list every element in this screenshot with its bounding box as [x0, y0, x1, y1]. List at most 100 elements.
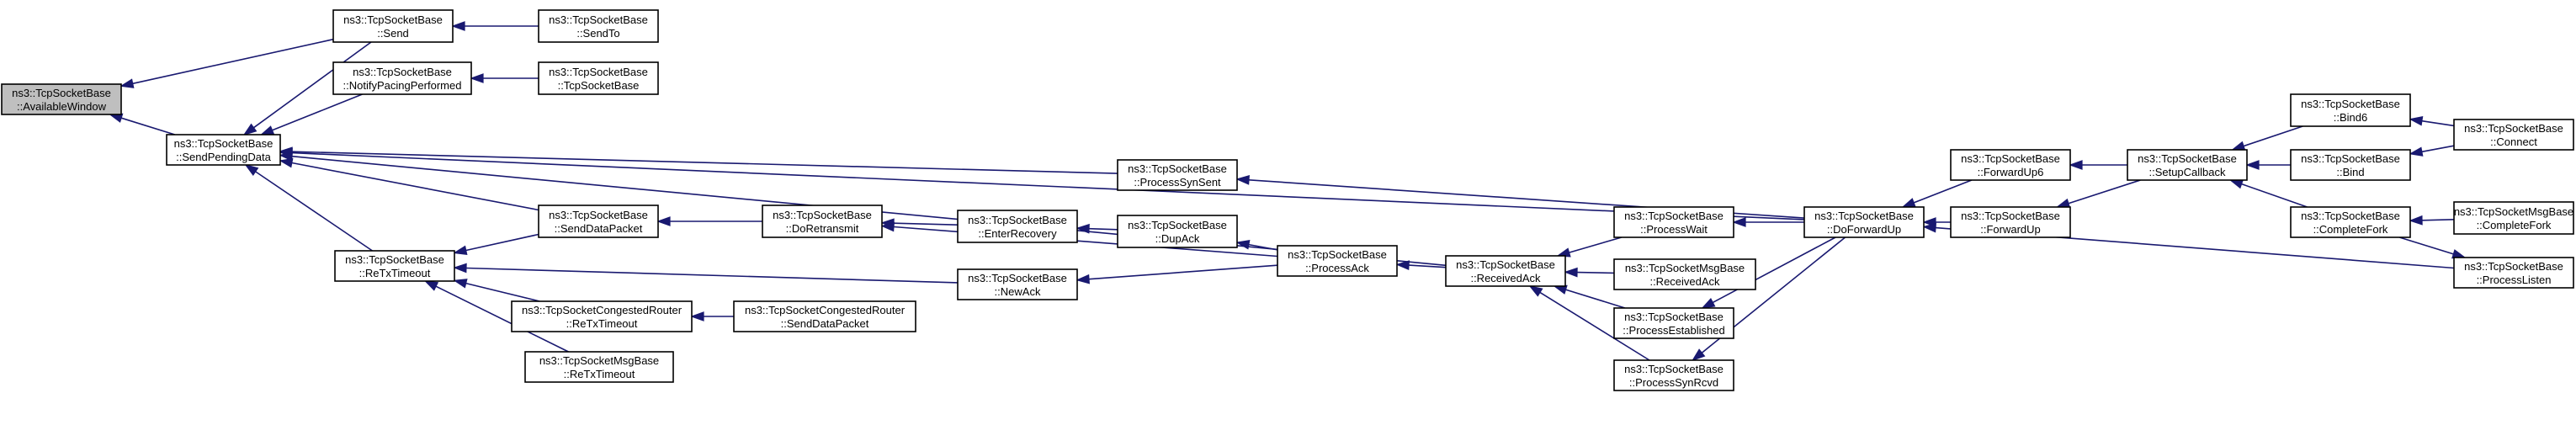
node-dfu[interactable]: ns3::TcpSocketBase::DoForwardUp	[1803, 206, 1925, 238]
node-box	[1950, 149, 2071, 181]
node-class-label: ns3::TcpSocketBase	[2301, 210, 2400, 222]
node-box	[1613, 258, 1756, 290]
node-scb[interactable]: ns3::TcpSocketBase::SetupCallback	[2127, 149, 2248, 181]
edge-send-to-spd	[242, 41, 372, 136]
edge-dr-to-sdp	[656, 216, 762, 226]
node-aw[interactable]: ns3::TcpSocketBase::AvailableWindow	[1, 83, 122, 115]
node-b6[interactable]: ns3::TcpSocketBase::Bind6	[2290, 93, 2411, 127]
node-psr[interactable]: ns3::TcpSocketBase::ProcessSynRcvd	[1613, 359, 1734, 391]
node-bind[interactable]: ns3::TcpSocketBase::Bind	[2290, 149, 2411, 181]
node-pa[interactable]: ns3::TcpSocketBase::ProcessAck	[1277, 245, 1398, 277]
node-rtt[interactable]: ns3::TcpSocketBase::ReTxTimeout	[334, 250, 455, 282]
node-class-label: ns3::TcpSocketBase	[2138, 152, 2237, 165]
edge-na-to-rtt	[453, 263, 959, 284]
node-box	[2453, 257, 2574, 289]
node-method-label: ::ProcessEstablished	[1623, 324, 1724, 337]
edge-pw-to-ra	[1556, 236, 1623, 258]
node-method-label: ::ReceivedAck	[1470, 272, 1541, 284]
node-ctor[interactable]: ns3::TcpSocketBase::TcpSocketBase	[538, 61, 659, 95]
node-method-label: ::SetupCallback	[2148, 166, 2226, 178]
node-sendto[interactable]: ns3::TcpSocketBase::SendTo	[538, 9, 659, 43]
node-class-label: ns3::TcpSocketBase	[12, 87, 111, 99]
node-class-label: ns3::TcpSocketBase	[353, 66, 452, 78]
node-box	[1803, 206, 1925, 238]
edge-sdp-to-spd	[279, 157, 539, 211]
node-pss[interactable]: ns3::TcpSocketBase::ProcessSynSent	[1117, 159, 1238, 191]
node-dr[interactable]: ns3::TcpSocketBase::DoRetransmit	[762, 205, 883, 238]
node-cf[interactable]: ns3::TcpSocketBase::CompleteFork	[2290, 206, 2411, 238]
node-method-label: ::Bind6	[2334, 111, 2367, 124]
node-box	[538, 9, 659, 43]
node-ra[interactable]: ns3::TcpSocketBase::ReceivedAck	[1445, 255, 1566, 287]
node-class-label: ns3::TcpSocketBase	[1624, 210, 1724, 222]
node-cgrtt[interactable]: ns3::TcpSocketCongestedRouter::ReTxTimeo…	[511, 300, 693, 332]
edge-conn-to-bind	[2409, 145, 2455, 157]
node-da[interactable]: ns3::TcpSocketBase::DupAck	[1117, 215, 1238, 248]
edge-scb-to-fu6	[2069, 160, 2127, 170]
node-method-label: ::AvailableWindow	[17, 100, 107, 113]
node-class-label: ns3::TcpSocketBase	[1961, 210, 2060, 222]
node-conn[interactable]: ns3::TcpSocketBase::Connect	[2453, 119, 2574, 151]
node-box	[1950, 206, 2071, 238]
edge-psr-to-ra	[1528, 285, 1650, 361]
edge-pa-to-da	[1235, 239, 1278, 251]
node-class-label: ns3::TcpSocketCongestedRouter	[522, 304, 683, 316]
node-spd[interactable]: ns3::TcpSocketBase::SendPendingData	[166, 134, 281, 166]
node-method-label: ::Send	[377, 27, 409, 40]
node-box	[1117, 159, 1238, 191]
edge-scb-to-fu	[2055, 179, 2141, 209]
node-method-label: ::ReTxTimeout	[359, 267, 431, 279]
node-mbcf[interactable]: ns3::TcpSocketMsgBase::CompleteFork	[2453, 201, 2574, 235]
node-fu[interactable]: ns3::TcpSocketBase::ForwardUp	[1950, 206, 2071, 238]
node-method-label: ::DupAck	[1155, 232, 1200, 245]
node-method-label: ::DoForwardUp	[1827, 223, 1901, 236]
edge-cgrtt-to-rtt	[453, 279, 540, 302]
node-method-label: ::ProcessWait	[1640, 223, 1708, 236]
edge-cf-to-pl	[2398, 236, 2467, 259]
edge-mbrtt-to-rtt	[423, 280, 569, 353]
node-class-label: ns3::TcpSocketBase	[2464, 122, 2563, 135]
node-class-label: ns3::TcpSocketBase	[1961, 152, 2060, 165]
node-pe[interactable]: ns3::TcpSocketBase::ProcessEstablished	[1613, 307, 1734, 339]
node-class-label: ns3::TcpSocketBase	[773, 209, 872, 221]
node-class-label: ns3::TcpSocketMsgBase	[539, 354, 659, 367]
node-class-label: ns3::TcpSocketMsgBase	[1625, 262, 1745, 274]
node-method-label: ::SendDataPacket	[781, 317, 869, 330]
node-box	[1613, 307, 1734, 339]
edge-ctor-to-npp	[470, 73, 539, 83]
node-class-label: ns3::TcpSocketBase	[2464, 260, 2563, 273]
node-mbrtt[interactable]: ns3::TcpSocketMsgBase::ReTxTimeout	[524, 351, 674, 383]
node-method-label: ::CompleteFork	[2477, 219, 2552, 231]
node-class-label: ns3::TcpSocketCongestedRouter	[745, 304, 906, 316]
edge-dfu-to-psr	[1692, 236, 1846, 362]
edge-ra-to-pa	[1395, 260, 1447, 270]
node-na[interactable]: ns3::TcpSocketBase::NewAck	[957, 268, 1078, 300]
edge-b6-to-scb	[2231, 125, 2303, 151]
node-box	[334, 250, 455, 282]
node-box	[762, 205, 883, 238]
node-class-label: ns3::TcpSocketBase	[1128, 162, 1227, 175]
node-pl[interactable]: ns3::TcpSocketBase::ProcessListen	[2453, 257, 2574, 289]
node-class-label: ns3::TcpSocketBase	[968, 272, 1067, 284]
node-class-label: ns3::TcpSocketBase	[2301, 98, 2400, 110]
edge-mbcf-to-cf	[2409, 215, 2455, 226]
node-class-label: ns3::TcpSocketBase	[1128, 219, 1227, 231]
node-sdp[interactable]: ns3::TcpSocketBase::SendDataPacket	[538, 205, 659, 238]
node-npp[interactable]: ns3::TcpSocketBase::NotifyPacingPerforme…	[332, 61, 472, 95]
node-class-label: ns3::TcpSocketBase	[1288, 248, 1387, 261]
node-class-label: ns3::TcpSocketBase	[549, 66, 648, 78]
node-er[interactable]: ns3::TcpSocketBase::EnterRecovery	[957, 210, 1078, 243]
edge-conn-to-b6	[2409, 115, 2455, 127]
node-method-label: ::ForwardUp6	[1978, 166, 2044, 178]
node-method-label: ::SendPendingData	[176, 151, 272, 163]
node-method-label: ::TcpSocketBase	[558, 79, 640, 92]
node-mbra[interactable]: ns3::TcpSocketMsgBase::ReceivedAck	[1613, 258, 1756, 290]
node-send[interactable]: ns3::TcpSocketBase::Send	[332, 9, 454, 43]
node-fu6[interactable]: ns3::TcpSocketBase::ForwardUp6	[1950, 149, 2071, 181]
node-method-label: ::ReTxTimeout	[564, 368, 635, 380]
node-method-label: ::ProcessSynSent	[1134, 176, 1221, 189]
node-box	[733, 300, 916, 332]
node-cgsdp[interactable]: ns3::TcpSocketCongestedRouter::SendDataP…	[733, 300, 916, 332]
node-pw[interactable]: ns3::TcpSocketBase::ProcessWait	[1613, 206, 1734, 238]
node-class-label: ns3::TcpSocketBase	[1814, 210, 1914, 222]
